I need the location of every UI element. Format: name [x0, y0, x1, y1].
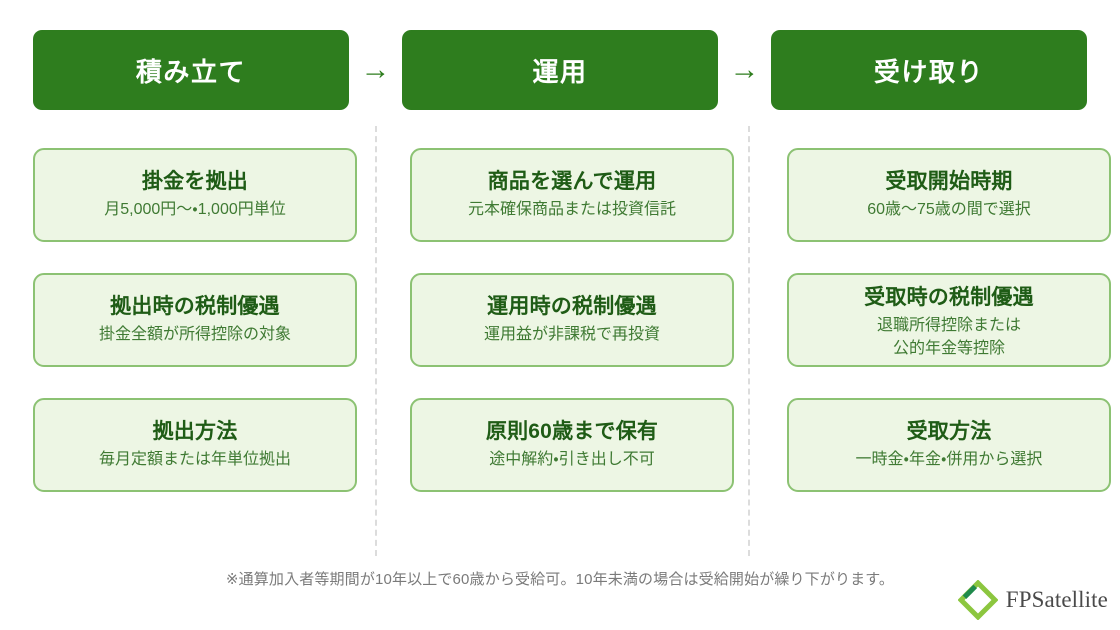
card-item: 受取方法 一時金・年金・併用から選択 — [787, 398, 1111, 492]
card-title: 拠出方法 — [152, 419, 238, 443]
card-subtitle: 運用益が非課税で再投資 — [484, 324, 660, 347]
card-subtitle-line: 掛金全額が所得控除の対象 — [98, 325, 291, 343]
card-item: 運用時の税制優遇 運用益が非課税で再投資 — [410, 273, 734, 367]
card-title: 商品を選んで運用 — [487, 169, 657, 193]
card-subtitle-line: 運用益が非課税で再投資 — [483, 325, 660, 343]
card-subtitle: 退職所得控除または 公的年金等控除 — [877, 315, 1021, 360]
stage-header-payout: 受け取り — [771, 30, 1087, 110]
card-title: 原則60歳まで保有 — [485, 419, 659, 443]
column-gap-1 — [357, 148, 410, 523]
card-subtitle: 月5,000円〜・1,000円単位 — [104, 199, 286, 222]
card-item: 受取時の税制優遇 退職所得控除または 公的年金等控除 — [787, 273, 1111, 367]
arrow-glyph: → — [729, 53, 760, 86]
card-title: 受取時の税制優遇 — [864, 286, 1034, 309]
column-gap-2 — [734, 148, 787, 523]
card-subtitle-line: 月5,000円〜・1,000円単位 — [104, 200, 286, 218]
card-title: 受取開始時期 — [885, 169, 1013, 193]
card-item: 原則60歳まで保有 途中解約・引き出し不可 — [410, 398, 734, 492]
column-investment: 商品を選んで運用 元本確保商品または投資信託 運用時の税制優遇 運用益が非課税で… — [410, 148, 734, 523]
brand-logo: FPSatellite — [957, 580, 1108, 620]
card-subtitle: 一時金・年金・併用から選択 — [856, 449, 1043, 472]
card-item: 商品を選んで運用 元本確保商品または投資信託 — [410, 148, 734, 242]
card-title: 運用時の税制優遇 — [487, 294, 657, 318]
spacer-right — [1111, 148, 1120, 523]
stage-header-label: 運用 — [532, 56, 588, 87]
card-subtitle: 元本確保商品または投資信託 — [468, 199, 676, 222]
column-divider-2 — [748, 126, 750, 556]
card-subtitle-line: 毎月定額または年単位拠出 — [98, 450, 291, 468]
card-item: 掛金を拠出 月5,000円〜・1,000円単位 — [33, 148, 357, 242]
brand-name: FPSatellite — [1005, 587, 1108, 612]
stage-header-label: 積み立て — [135, 56, 247, 87]
column-divider-1 — [375, 126, 377, 556]
stage-header-investment: 運用 — [402, 30, 718, 110]
card-subtitle: 60歳〜75歳の間で選択 — [867, 199, 1031, 222]
stage-header-accumulation: 積み立て — [33, 30, 349, 110]
arrow-right-icon-2: → — [718, 55, 771, 85]
card-subtitle-line: 退職所得控除または — [876, 316, 1021, 334]
card-title: 掛金を拠出 — [141, 169, 249, 193]
card-title: 受取方法 — [906, 419, 992, 443]
card-item: 拠出時の税制優遇 掛金全額が所得控除の対象 — [33, 273, 357, 367]
column-payout: 受取開始時期 60歳〜75歳の間で選択 受取時の税制優遇 退職所得控除または 公… — [787, 148, 1111, 523]
stage-header-row: 積み立て → 運用 → 受け取り — [0, 30, 1120, 110]
stage-cards-row: 掛金を拠出 月5,000円〜・1,000円単位 拠出時の税制優遇 掛金全額が所得… — [0, 148, 1120, 523]
card-subtitle-line: 60歳〜75歳の間で選択 — [867, 200, 1031, 218]
card-subtitle-line: 途中解約・引き出し不可 — [489, 450, 655, 468]
stage-header-label: 受け取り — [873, 56, 985, 87]
card-title: 拠出時の税制優遇 — [110, 294, 280, 318]
footnote-text: ※通算加入者等期間が10年以上で60歳から受給可。10年未満の場合は受給開始が繰… — [225, 571, 895, 588]
card-subtitle: 毎月定額または年単位拠出 — [99, 449, 291, 472]
card-subtitle: 途中解約・引き出し不可 — [489, 449, 654, 472]
card-item: 受取開始時期 60歳〜75歳の間で選択 — [787, 148, 1111, 242]
card-item: 拠出方法 毎月定額または年単位拠出 — [33, 398, 357, 492]
arrow-right-icon-1: → — [349, 55, 402, 85]
arrow-glyph: → — [360, 53, 391, 86]
diamond-logo-icon — [957, 580, 998, 620]
spacer-left — [0, 148, 33, 523]
card-subtitle-line: 公的年金等控除 — [892, 339, 1005, 357]
card-subtitle-line: 元本確保商品または投資信託 — [467, 200, 676, 218]
card-subtitle: 掛金全額が所得控除の対象 — [99, 324, 291, 347]
column-accumulation: 掛金を拠出 月5,000円〜・1,000円単位 拠出時の税制優遇 掛金全額が所得… — [33, 148, 357, 523]
card-subtitle-line: 一時金・年金・併用から選択 — [855, 450, 1043, 468]
